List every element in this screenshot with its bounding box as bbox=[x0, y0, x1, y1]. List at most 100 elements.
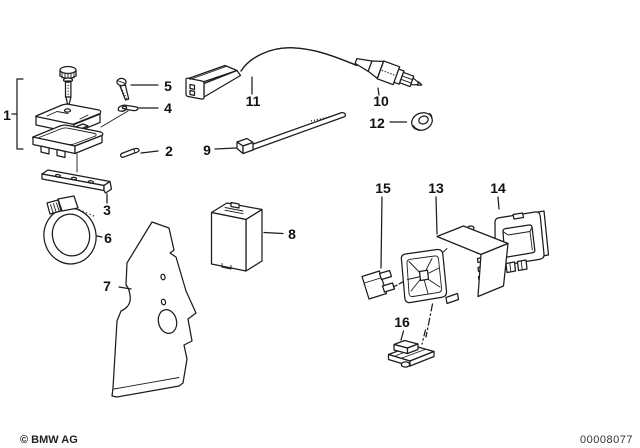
fuse15-blade-1 bbox=[378, 269, 393, 281]
callout-label-2: 2 bbox=[165, 143, 173, 159]
connector13-face-ribs bbox=[407, 258, 441, 294]
pin2-body bbox=[119, 147, 140, 158]
tie9-head-side bbox=[242, 141, 254, 155]
callout-label-9: 9 bbox=[203, 142, 211, 158]
plug11-creases bbox=[189, 66, 241, 80]
screw5-slot bbox=[117, 80, 126, 84]
plate7-outline bbox=[111, 221, 197, 398]
pin2-seam bbox=[132, 148, 136, 154]
callout-1-leader bbox=[11, 78, 24, 150]
callout-label-15: 15 bbox=[375, 180, 391, 196]
assembly-centerline-upper bbox=[425, 303, 434, 338]
part-9-cable-tie-drawing bbox=[214, 111, 346, 155]
callout-9-leader bbox=[214, 147, 237, 150]
housing14-top-notch bbox=[512, 212, 525, 220]
part-3-bracket-drawing bbox=[41, 169, 113, 204]
part-6-hose-clamp-drawing bbox=[43, 195, 103, 265]
screw-tip bbox=[65, 96, 72, 105]
connector13-hub bbox=[418, 269, 430, 282]
callout-16-leader bbox=[400, 330, 405, 341]
clamp6-band-slots bbox=[78, 208, 96, 218]
housing14-tab-1 bbox=[505, 261, 517, 274]
housing14-opening-depth bbox=[502, 226, 533, 251]
fuse15-blade-2 bbox=[381, 282, 396, 293]
connector13-side-face bbox=[477, 242, 509, 298]
block8-front-face bbox=[210, 211, 247, 272]
bracket3-hole-3 bbox=[87, 180, 95, 184]
callout-2-leader bbox=[140, 150, 159, 154]
sensor10-thread-hatch bbox=[381, 69, 397, 77]
part-10-sensor-drawing bbox=[354, 58, 423, 88]
screw5-thread-hatch bbox=[120, 87, 128, 100]
clamp4-hole bbox=[121, 105, 128, 110]
callout-label-8: 8 bbox=[288, 226, 296, 242]
callout-label-13: 13 bbox=[428, 180, 444, 196]
part-16-clip-drawing bbox=[387, 329, 435, 368]
callout-14-leader bbox=[497, 196, 500, 210]
part-7-cover-plate-drawing bbox=[111, 221, 197, 398]
screw5-shaft bbox=[119, 84, 130, 101]
clamp6-band-inner bbox=[51, 213, 91, 257]
part-4-clamp-drawing bbox=[117, 104, 159, 112]
part-1-mount-assembly-drawing bbox=[11, 65, 129, 173]
clip16-foot bbox=[400, 361, 411, 368]
callout-label-1: 1 bbox=[3, 107, 11, 123]
callout-4-pointer-line bbox=[100, 110, 129, 128]
plug11-slot-1 bbox=[189, 83, 196, 91]
housing14-tab-lines bbox=[509, 260, 523, 273]
callout-label-3: 3 bbox=[103, 202, 111, 218]
part-12-grommet-drawing bbox=[389, 112, 433, 131]
pad-foot-right bbox=[56, 148, 66, 159]
callout-labels: 1 2 3 4 5 6 7 8 9 10 11 12 13 14 15 16 bbox=[3, 78, 506, 330]
screw-knurling bbox=[61, 71, 75, 81]
callout-15-leader bbox=[380, 196, 383, 269]
bracket3-hole-1 bbox=[54, 173, 62, 178]
plate7-thickness-line bbox=[113, 377, 180, 390]
clamp6-screw-knurl bbox=[50, 202, 60, 213]
copyright-text: © BMW AG bbox=[20, 434, 78, 446]
block8-top-slot bbox=[224, 207, 244, 215]
part-8-block-drawing bbox=[210, 201, 284, 272]
callout-8-leader bbox=[263, 231, 284, 235]
callout-label-10: 10 bbox=[373, 93, 389, 109]
block8-side-face bbox=[245, 208, 263, 272]
housing14-opening bbox=[502, 224, 536, 258]
plate7-hole-large bbox=[157, 309, 178, 334]
bottom-pad-side-face bbox=[74, 134, 103, 155]
pad-foot-left bbox=[40, 145, 50, 155]
plate7-hole-small-2 bbox=[160, 298, 167, 306]
connector13-face-inner bbox=[406, 255, 443, 298]
grommet12-shading bbox=[413, 112, 433, 131]
grommet12-outer bbox=[411, 112, 433, 131]
cable-core bbox=[240, 47, 358, 72]
bracket3-hole-2 bbox=[70, 176, 78, 181]
clip16-tab-side bbox=[406, 343, 419, 355]
part-13-connector-housing-drawing bbox=[400, 196, 509, 338]
block8-top-tab bbox=[230, 201, 240, 209]
block8-bottom-notch bbox=[221, 263, 232, 270]
sensor10-tip-point bbox=[416, 81, 423, 86]
callout-label-11: 11 bbox=[246, 93, 261, 109]
sensor10-tip-ribs bbox=[400, 75, 413, 84]
diagram-number: 00008077 bbox=[580, 434, 633, 446]
part-11-connector-plug-drawing bbox=[185, 47, 358, 100]
part-5-screw-drawing bbox=[116, 77, 159, 101]
connector13-bottom-tab bbox=[445, 292, 460, 305]
plate7-hole-small-1 bbox=[160, 273, 166, 281]
callout-label-16: 16 bbox=[394, 314, 410, 330]
fuse15-cap-line bbox=[364, 277, 383, 284]
grommet12-inner bbox=[418, 115, 429, 125]
part-14-housing-drawing bbox=[494, 196, 550, 274]
callout-13-leader bbox=[435, 196, 438, 235]
housing14-tab-2 bbox=[516, 259, 528, 272]
top-pad-hole bbox=[63, 108, 72, 113]
callout-label-5: 5 bbox=[164, 78, 172, 94]
clamp6-screw-head bbox=[46, 199, 62, 215]
callout-label-4: 4 bbox=[164, 100, 172, 116]
callout-7-leader bbox=[118, 286, 132, 290]
tie9-head-slot bbox=[238, 143, 242, 146]
part-2-pin-drawing bbox=[119, 147, 159, 158]
plug11-slot-2 bbox=[189, 89, 196, 97]
